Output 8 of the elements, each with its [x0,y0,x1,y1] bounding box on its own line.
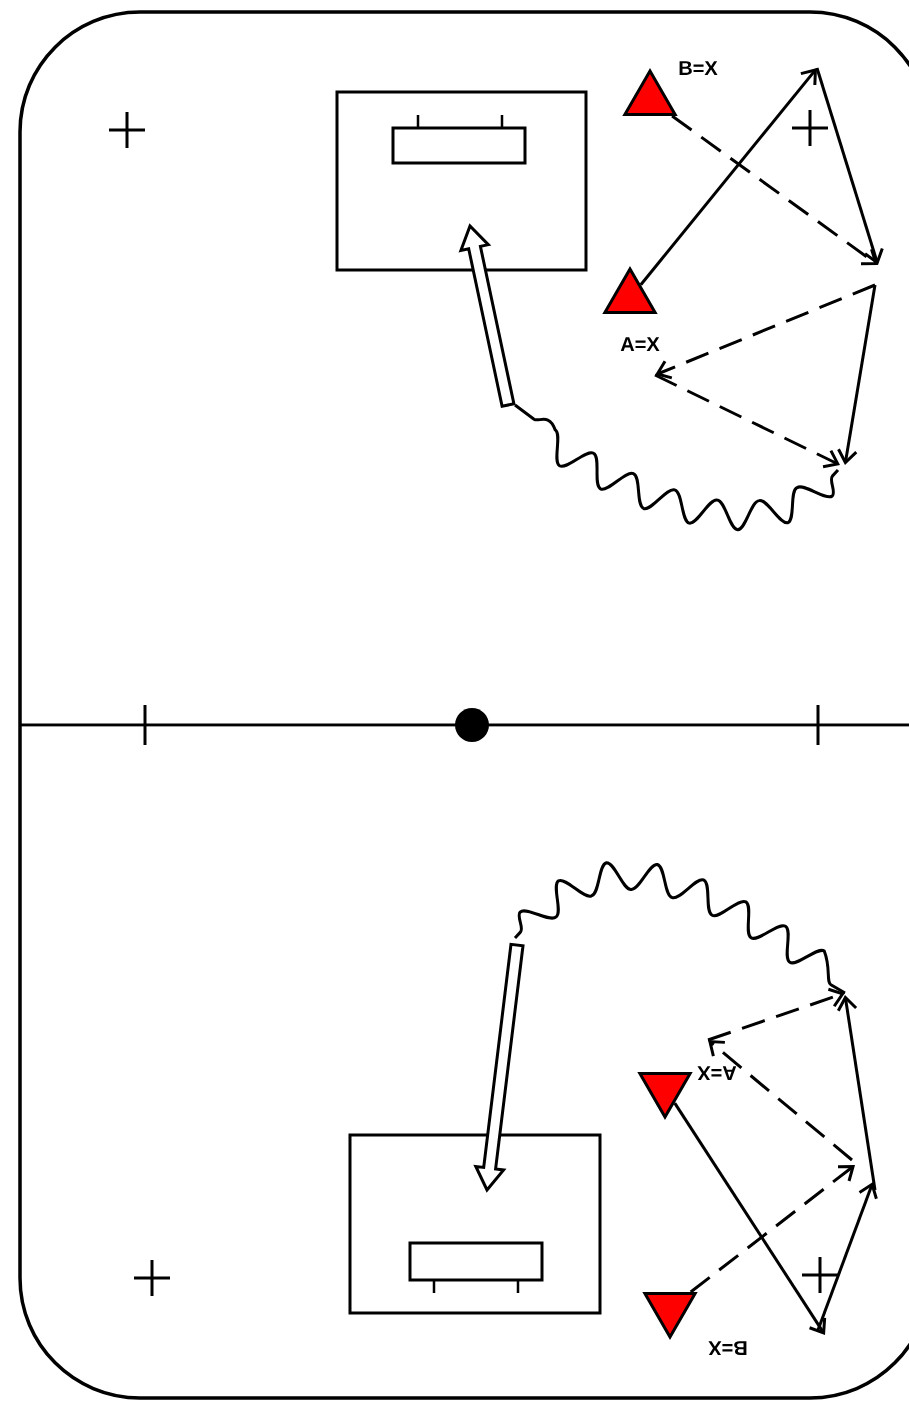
player-label: B=X [679,61,718,75]
player-label: B=X [708,1341,747,1355]
movement-arrow [673,1102,827,1335]
pass-arrow [689,1165,855,1294]
pass-arrow [671,114,878,266]
movement-arrow [639,68,817,286]
player-label: A=X [697,1066,737,1080]
player-label: A=X [620,337,660,351]
